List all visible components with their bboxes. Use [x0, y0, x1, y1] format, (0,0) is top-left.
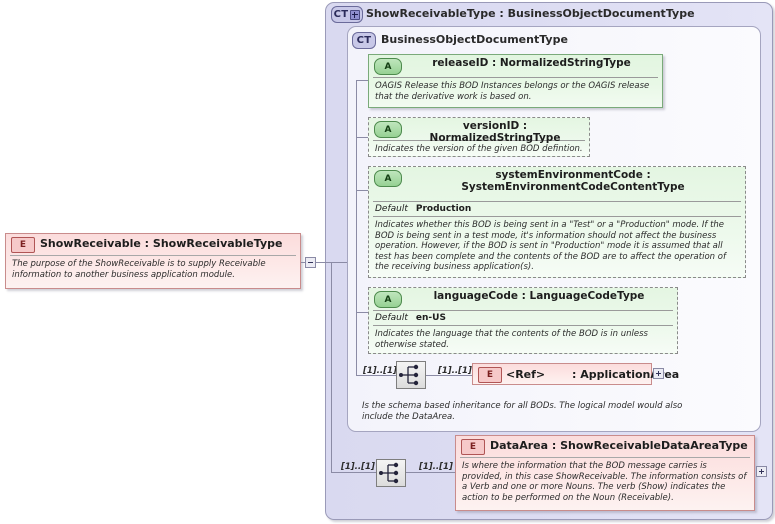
attribute-language-code-doc: Indicates the language that the contents… [375, 329, 648, 350]
cardinality-data-area-left: [1]..[1] [341, 462, 375, 472]
element-show-receivable-title: ShowReceivable : ShowReceivableType [40, 237, 283, 250]
complex-type-inner-chip-label: CT [356, 35, 372, 46]
attribute-version-id-header: A versionID : NormalizedStringType [369, 118, 589, 144]
attribute-release-id-doc: OAGIS Release this BOD Instances belongs… [375, 81, 650, 102]
sequence-glyph [379, 462, 399, 484]
element-icon: E [11, 237, 35, 253]
attribute-version-id[interactable]: A versionID : NormalizedStringType Indic… [368, 117, 590, 157]
attribute-icon: A [374, 170, 402, 187]
divider [373, 310, 673, 311]
connector-line [356, 137, 368, 138]
attribute-system-environment-code-doc: Indicates whether this BOD is being sent… [375, 220, 726, 272]
attribute-version-id-doc: Indicates the version of the given BOD d… [375, 144, 583, 154]
element-show-receivable-header: E ShowReceivable : ShowReceivableType [6, 234, 300, 255]
element-application-area-name: : ApplicationArea [572, 368, 680, 381]
attribute-icon: A [374, 121, 402, 138]
expand-toggle-data-area[interactable] [756, 466, 767, 477]
default-value: en-US [415, 313, 446, 323]
divider [10, 255, 296, 256]
connector-line [356, 312, 368, 313]
element-icon: E [461, 439, 485, 455]
attribute-language-code[interactable]: A languageCode : LanguageCodeType Defaul… [368, 287, 678, 354]
attribute-language-code-header: A languageCode : LanguageCodeType [369, 288, 677, 310]
attribute-language-code-name: languageCode : LanguageCodeType [433, 290, 645, 302]
divider [373, 140, 585, 141]
complex-type-outer-chip[interactable]: CT [331, 6, 363, 23]
attribute-system-environment-code-header: A systemEnvironmentCode : SystemEnvironm… [369, 167, 745, 201]
element-application-area-ref: <Ref> [506, 368, 546, 381]
connector-line [356, 80, 368, 81]
divider [373, 325, 673, 326]
connector-line [406, 472, 455, 473]
attribute-icon: A [374, 58, 402, 75]
connector-line [356, 375, 396, 376]
cardinality-application-area-right: [1]..[1] [438, 366, 472, 376]
connector-line [356, 190, 368, 191]
attribute-version-id-name: versionID : NormalizedStringType [429, 120, 561, 144]
attribute-system-environment-code[interactable]: A systemEnvironmentCode : SystemEnvironm… [368, 166, 746, 278]
default-value: Production [415, 204, 472, 214]
divider [373, 77, 658, 78]
expand-toggle-application-area[interactable] [653, 368, 664, 379]
element-show-receivable-doc: The purpose of the ShowReceivable is to … [12, 259, 266, 280]
attribute-icon: A [374, 291, 402, 308]
element-data-area[interactable]: E DataArea : ShowReceivableDataAreaType … [455, 435, 755, 511]
complex-type-outer-title: ShowReceivableType : BusinessObjectDocum… [366, 7, 695, 20]
divider [373, 216, 741, 217]
element-application-area[interactable]: E <Ref> : ApplicationArea [472, 363, 679, 385]
attribute-system-environment-code-default: Default Production [369, 202, 745, 216]
attribute-release-id[interactable]: A releaseID : NormalizedStringType OAGIS… [368, 54, 663, 108]
default-label: Default [375, 204, 408, 214]
element-application-area-header: E <Ref> : ApplicationArea [473, 364, 679, 384]
cardinality-application-area-left: [1]..[1] [363, 366, 397, 376]
sequence-glyph [399, 364, 419, 386]
attribute-release-id-name: releaseID : NormalizedStringType [432, 57, 631, 69]
attribute-release-id-header: A releaseID : NormalizedStringType [369, 55, 662, 77]
complex-type-outer-chip-label: CT [333, 9, 349, 20]
element-data-area-header: E DataArea : ShowReceivableDataAreaType [456, 436, 754, 457]
attribute-system-environment-code-name: systemEnvironmentCode : SystemEnvironmen… [461, 169, 685, 193]
sequence-icon[interactable] [376, 459, 406, 487]
collapse-toggle-root[interactable] [305, 257, 316, 268]
sequence-icon[interactable] [396, 361, 426, 389]
element-show-receivable[interactable]: E ShowReceivable : ShowReceivableType Th… [5, 233, 301, 289]
inheritance-note: Is the schema based inheritance for all … [362, 401, 683, 422]
element-data-area-title: DataArea : ShowReceivableDataAreaType [490, 439, 748, 452]
attribute-language-code-default: Default en-US [369, 311, 677, 325]
default-label: Default [375, 313, 408, 323]
connector-spine [331, 262, 332, 472]
expand-plus-icon[interactable] [350, 9, 361, 20]
element-data-area-doc: Is where the information that the BOD me… [462, 461, 747, 503]
connector-line [331, 472, 376, 473]
element-icon: E [478, 367, 502, 383]
complex-type-inner-chip[interactable]: CT [352, 32, 376, 49]
connector-line [426, 375, 472, 376]
complex-type-inner-title: BusinessObjectDocumentType [381, 33, 568, 46]
divider [373, 201, 741, 202]
divider [460, 457, 750, 458]
connector-spine-attributes [356, 80, 357, 375]
connector-line [301, 262, 306, 263]
cardinality-data-area-right: [1]..[1] [419, 462, 453, 472]
